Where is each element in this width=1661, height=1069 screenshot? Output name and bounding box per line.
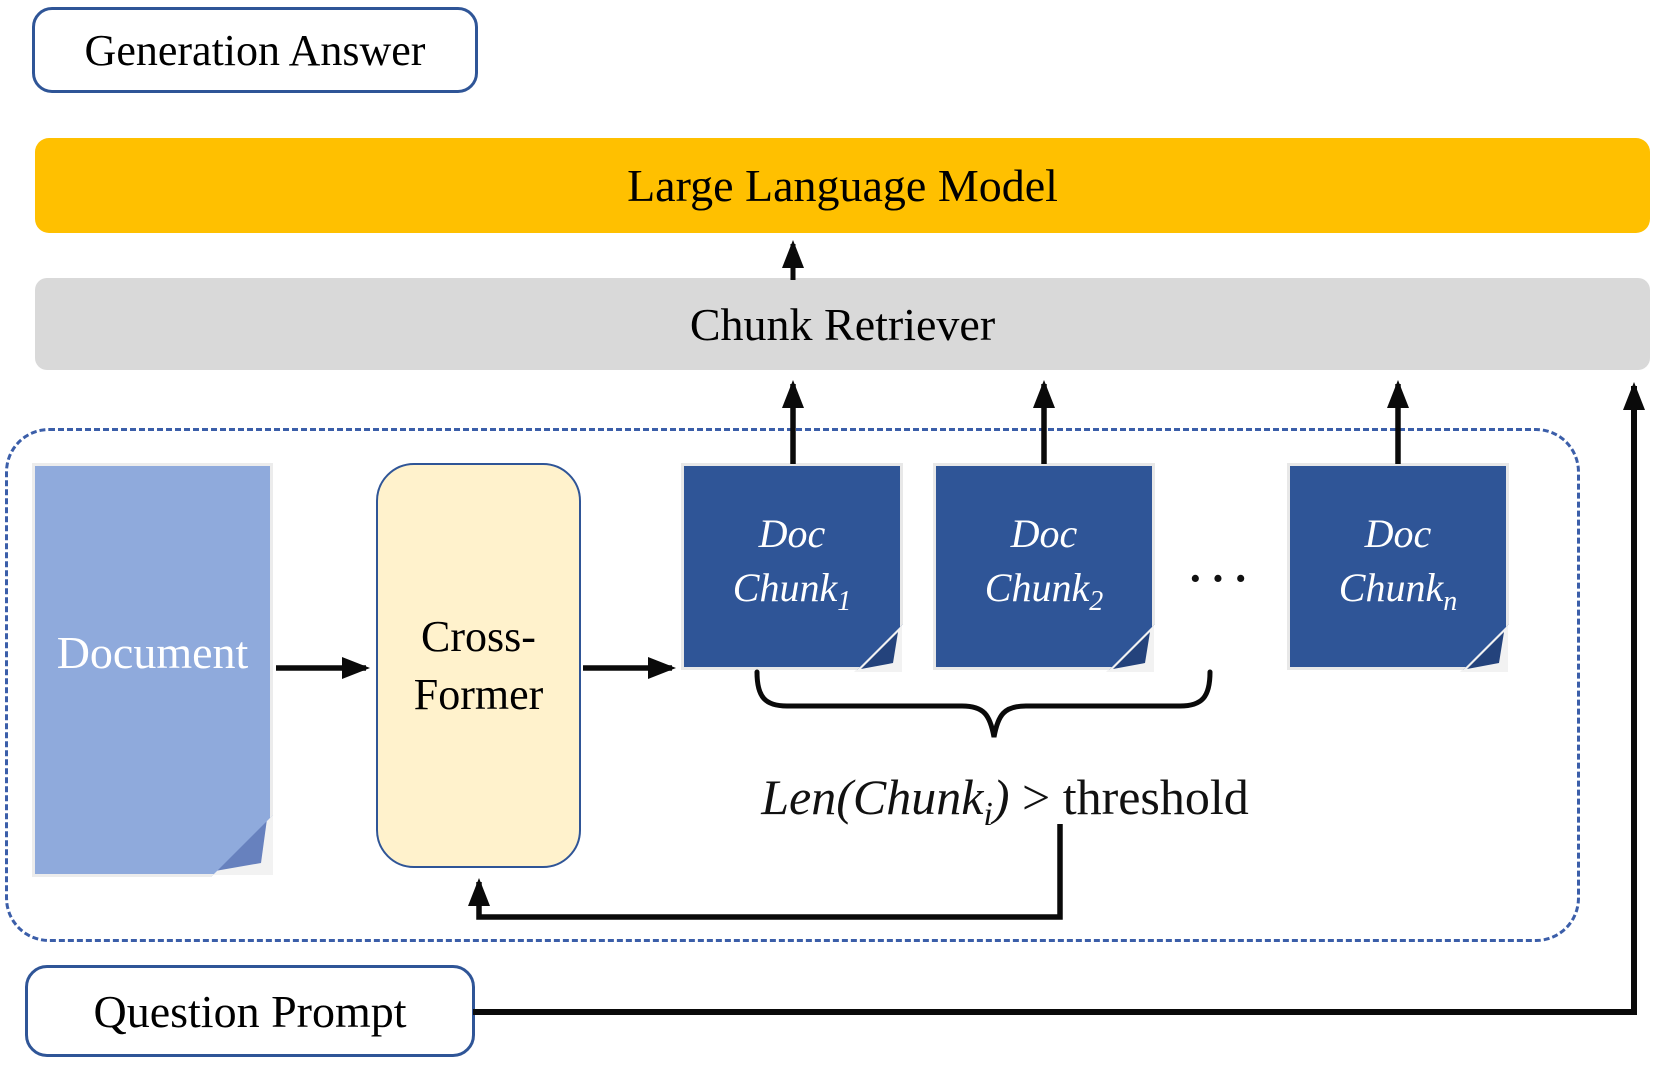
chunk1-line1: Doc xyxy=(758,510,826,556)
doc-chunk-n: Doc Chunkn xyxy=(1287,463,1509,670)
question-prompt-box: Question Prompt xyxy=(25,965,475,1057)
generation-answer-label: Generation Answer xyxy=(84,25,426,75)
crossformer-box: Cross- Former xyxy=(376,463,581,868)
chunk-retriever-label: Chunk Retriever xyxy=(689,298,996,350)
formula-subscript: i xyxy=(983,796,993,833)
question-prompt-label: Question Prompt xyxy=(93,985,407,1037)
chunkn-line1: Doc xyxy=(1364,510,1432,556)
chunkn-line2: Chunkn xyxy=(1338,564,1458,617)
doc-chunk-1: Doc Chunk1 xyxy=(681,463,903,670)
doc-chunk-2: Doc Chunk2 xyxy=(933,463,1155,670)
chunk1-line2: Chunk1 xyxy=(732,564,852,617)
chunk2-line1: Doc xyxy=(1010,510,1078,556)
formula-lhs: Len(Chunk xyxy=(761,769,984,825)
document-shape: Document xyxy=(32,463,273,877)
chunk2-line2: Chunk2 xyxy=(984,564,1104,617)
chunk-retriever-bar: Chunk Retriever xyxy=(35,278,1650,370)
crossformer-label-line2: Former xyxy=(413,669,544,719)
llm-bar: Large Language Model xyxy=(35,138,1650,233)
llm-label: Large Language Model xyxy=(627,160,1058,211)
formula-rhs: > threshold xyxy=(1009,769,1249,825)
crossformer-label-line1: Cross- xyxy=(421,611,536,661)
generation-answer-box: Generation Answer xyxy=(32,7,478,93)
formula-close: ) xyxy=(992,769,1010,825)
ellipsis-dots: ··· xyxy=(1187,553,1257,603)
threshold-formula: Len(Chunki) > threshold xyxy=(700,762,1310,832)
document-label: Document xyxy=(56,626,249,678)
